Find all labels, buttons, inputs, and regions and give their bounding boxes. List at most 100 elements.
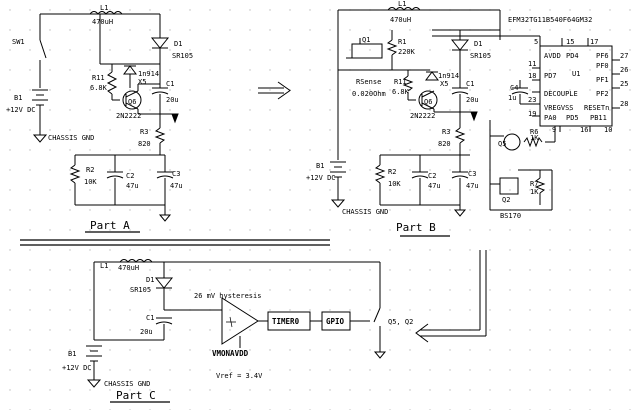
part-a-title: Part A [90,219,130,232]
c-d1: D1 [146,276,154,284]
c-l1-val: 470uH [118,264,139,272]
b-pin-9: 9 [552,126,556,134]
part-a-circuit [32,11,179,233]
b-pin-pd7: PD7 [544,72,557,80]
b-c1-val: 20u [466,96,479,104]
b-pin-11: 11 [528,60,536,68]
b-pin-28: 28 [620,100,628,108]
b-bs170: BS170 [500,212,521,220]
a-r3: R3 [140,128,148,136]
part-c-title: Part C [116,389,156,402]
a-c1-val: 20u [166,96,179,104]
b-pin-25: 25 [620,80,628,88]
a-d2: 1n914 [138,70,159,78]
a-q6: Q6 [128,98,136,106]
b-c3-val: 47u [466,182,479,190]
b-r11: R11 [394,78,407,86]
c-hysteresis: 26 mV hysteresis [194,292,261,300]
a-r11: R11 [92,74,105,82]
b-pin-15: 15 [566,38,574,46]
b-l1: L1 [398,0,406,8]
a-c3: C3 [172,170,180,178]
arrow-b-to-c [415,250,487,343]
a-r11-val: 6.8K [90,84,108,92]
a-b1-val: +12V DC [6,106,36,114]
b-d1: D1 [474,40,482,48]
a-l1-val: 470uH [92,18,113,26]
b-pin-17: 17 [590,38,598,46]
b-r7-val: 1K [530,188,539,196]
b-d2: 1n914 [438,72,459,80]
b-r2-val: 10K [388,180,401,188]
b-pin-pd4: PD4 [566,52,579,60]
b-pin-16: 16 [580,126,588,134]
b-pin-avdd: AVDD [544,52,561,60]
part-b-title: Part B [396,221,436,234]
a-sw1: SW1 [12,38,25,46]
b-rsense: RSense [356,78,381,86]
c-b1: B1 [68,350,76,358]
b-pin-26: 26 [620,66,628,74]
b-pin-19: 19 [528,110,536,118]
c-q5q2: Q5, Q2 [388,318,413,326]
a-r2-val: 10K [84,178,97,186]
b-r2: R2 [388,168,396,176]
a-c2-val: 47u [126,182,139,190]
b-pin-pf6: PF6 [596,52,609,60]
b-c4: C4 [510,84,518,92]
arrow-a-to-b [258,81,291,100]
c-b1-val: +12V DC [62,364,92,372]
c-gpio: GPIO [326,317,345,326]
b-pin-pf2: PF2 [596,90,609,98]
b-pin-pa0: PA0 [544,114,557,122]
b-d1-val: SR105 [470,52,491,60]
b-r6: R6 [530,128,538,136]
b-pin-pf1: PF1 [596,76,609,84]
b-c2-val: 47u [428,182,441,190]
part-c-labels: L1 470uH D1 SR105 C1 20u 26 mV hysteresi… [62,262,413,402]
b-q6: Q6 [424,98,432,106]
b-pin-decouple: DECOUPLE [544,90,578,98]
b-gnd: CHASSIS GND [342,208,388,216]
b-q6-val: 2N2222 [410,112,435,120]
a-b1: B1 [14,94,22,102]
b-pin-27: 27 [620,52,628,60]
b-q2: Q2 [502,196,510,204]
b-pin-18: 18 [528,72,536,80]
part-b-labels: L1 470uH EFM32TG11B540F64GM32 Q1 R1 220K… [306,0,628,234]
c-vref: Vref = 3.4V [216,372,263,380]
b-c4-val: 1u [508,94,516,102]
c-timer0: TIMER0 [272,317,300,326]
a-r3-val: 820 [138,140,151,148]
c-l1: L1 [100,262,108,270]
b-u1: U1 [572,70,580,78]
b-r11-val: 6.8K [392,88,410,96]
b-l1-val: 470uH [390,16,411,24]
a-d2b: X5 [138,78,146,86]
b-q5: Q5 [498,140,506,148]
c-d1-val: SR105 [130,286,151,294]
b-r3-val: 820 [438,140,451,148]
b-pin-23: 23 [528,96,536,104]
c-c1-val: 20u [140,328,153,336]
b-c2: C2 [428,172,436,180]
section-separator [20,239,330,246]
b-d2b: X5 [440,80,448,88]
a-gnd: CHASSIS GND [48,134,94,142]
a-d1: D1 [174,40,182,48]
part-c-circuit [86,259,387,403]
a-r2: R2 [86,166,94,174]
a-c2: C2 [126,172,134,180]
b-r1-val: 220K [398,48,416,56]
b-pin-10: 10 [604,126,612,134]
b-pin-resetn: RESETn [584,104,609,112]
a-l1: L1 [100,4,108,12]
a-q6-val: 2N2222 [116,112,141,120]
a-d1-val: SR105 [172,52,193,60]
c-c1: C1 [146,314,154,322]
c-vmonavdd: VMONAVDD [212,349,249,358]
b-pin-pd5: PD5 [566,114,579,122]
b-r7: R7 [530,180,538,188]
b-b1: B1 [316,162,324,170]
